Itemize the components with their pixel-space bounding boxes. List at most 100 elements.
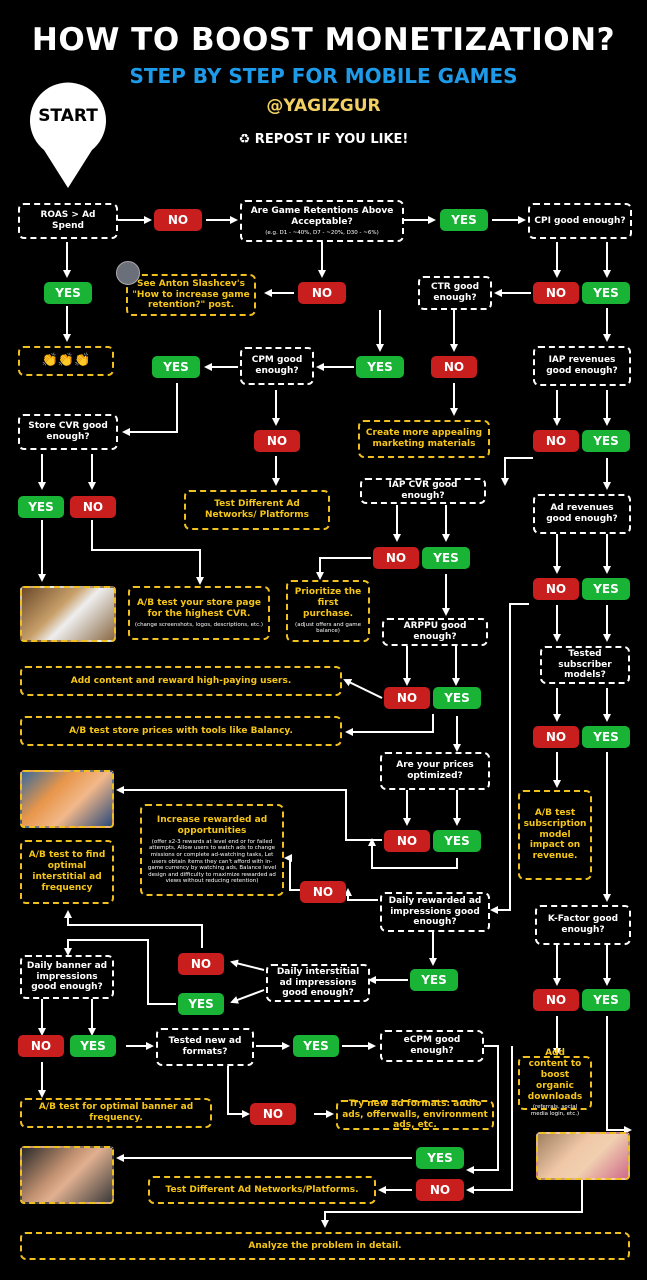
yes-button: YES	[582, 430, 630, 452]
yes-button: YES	[410, 969, 458, 991]
page-subtitle: STEP BY STEP FOR MOBILE GAMES	[129, 64, 518, 88]
arrow	[91, 520, 204, 585]
appealing-materials: Create more appealing marketing material…	[358, 420, 490, 458]
ab-store-prices: A/B test store prices with tools like Ba…	[20, 716, 342, 746]
arrow	[466, 1045, 499, 1174]
arrow	[116, 786, 382, 841]
subscription-test: A/B test subscription model impact on re…	[518, 790, 592, 880]
arrow	[230, 959, 265, 971]
yes-button: YES	[440, 209, 488, 231]
daily-banner-question: Daily banner ad impressions good enough?	[20, 955, 114, 999]
arrow	[344, 888, 378, 901]
interstitial-frequency: A/B test to find optimal interstitial ad…	[20, 840, 114, 904]
prices-question: Are your prices optimized?	[380, 752, 490, 790]
no-button: NO	[178, 953, 224, 975]
first-purchase: Prioritize the first purchase.(adjust of…	[286, 580, 370, 642]
arppu-question: ARPPU good enough?	[382, 618, 488, 646]
no-button: NO	[384, 830, 430, 852]
no-button: NO	[533, 578, 579, 600]
yes-button: YES	[582, 578, 630, 600]
jackie-chan-image	[20, 1146, 114, 1204]
no-button: NO	[384, 687, 430, 709]
iap-revenue-question: IAP revenues good enough?	[533, 346, 631, 386]
no-button: NO	[373, 547, 419, 569]
test-networks-1: Test Different Ad Networks/ Platforms	[184, 490, 330, 530]
ecpm-question: eCPM good enough?	[380, 1030, 484, 1062]
no-button: NO	[533, 430, 579, 452]
slashcev-note: See Anton Slashcev's "How to increase ga…	[126, 274, 256, 316]
yes-button: YES	[433, 687, 481, 709]
arrow	[343, 679, 383, 699]
yes-button: YES	[416, 1147, 464, 1169]
arrow	[345, 714, 434, 736]
rewarded-opportunities: Increase rewarded ad opportunities(offer…	[140, 804, 284, 896]
arrow	[316, 557, 371, 580]
yes-button: YES	[582, 282, 630, 304]
no-button: NO	[250, 1103, 296, 1125]
arrow	[501, 457, 533, 486]
daily-rewarded-question: Daily rewarded ad impressions good enoug…	[380, 892, 490, 932]
cpi-question: CPI good enough?	[528, 203, 632, 239]
no-button: NO	[533, 989, 579, 1011]
cpm-question: CPM good enough?	[240, 347, 314, 385]
start-label: START	[38, 106, 98, 126]
author-handle: @YAGIZGUR	[266, 96, 381, 116]
yes-button: YES	[356, 356, 404, 378]
arrow	[122, 383, 178, 436]
arrow	[321, 1180, 583, 1228]
no-button: NO	[533, 282, 579, 304]
no-button: NO	[154, 209, 202, 231]
no-button: NO	[70, 496, 116, 518]
no-button: NO	[416, 1179, 464, 1201]
arrow	[284, 854, 300, 891]
arrow	[230, 989, 265, 1004]
analyze-problem: Analyze the problem in detail.	[20, 1232, 630, 1260]
repost-note: ♻ REPOST IF YOU LIKE!	[238, 132, 409, 147]
arrow	[227, 1066, 250, 1118]
kfactor-question: K-Factor good enough?	[535, 905, 631, 945]
arrow	[64, 910, 203, 948]
fry-image	[20, 770, 114, 828]
arrow	[368, 838, 458, 869]
no-button: NO	[254, 430, 300, 452]
add-content-high-paying: Add content and reward high-paying users…	[20, 666, 342, 696]
yes-button: YES	[178, 993, 224, 1015]
arrow	[64, 939, 176, 1005]
start-pin-icon	[29, 82, 106, 188]
new-ad-formats: Try new ad formats: audio ads, offerwall…	[336, 1099, 494, 1130]
no-button: NO	[298, 282, 346, 304]
avatar	[116, 261, 140, 285]
iap-cvr-question: IAP CVR good enough?	[360, 478, 486, 504]
arrow	[606, 1016, 632, 1134]
no-button: NO	[18, 1035, 64, 1057]
page-title: HOW TO BOOST MONETIZATION?	[31, 22, 616, 58]
roas-question: ROAS > Ad Spend	[18, 203, 118, 239]
yes-button: YES	[18, 496, 64, 518]
no-button: NO	[300, 881, 346, 903]
ab-store-page: A/B test your store page for the highest…	[128, 586, 270, 640]
organic-downloads: Add content to boost organic downloads(r…	[518, 1048, 592, 1117]
store-cvr-question: Store CVR good enough?	[18, 414, 118, 450]
monkey-image	[20, 586, 116, 642]
yes-button: YES	[70, 1035, 116, 1057]
no-button: NO	[533, 726, 579, 748]
yes-button: YES	[152, 356, 200, 378]
banner-frequency: A/B test for optimal banner ad frequency…	[20, 1098, 212, 1128]
arrow	[490, 603, 529, 914]
success-clap: 👏👏👏	[18, 346, 114, 376]
subscriber-question: Tested subscriber models?	[540, 646, 630, 684]
yes-button: YES	[582, 726, 630, 748]
ad-revenue-question: Ad revenues good enough?	[533, 494, 631, 534]
yes-button: YES	[44, 282, 92, 304]
yes-button: YES	[422, 547, 470, 569]
retention-question: Are Game Retentions Above Acceptable?(e.…	[240, 200, 404, 242]
yes-button: YES	[582, 989, 630, 1011]
daily-interstitial-question: Daily interstitial ad impressions good e…	[266, 964, 370, 1002]
test-networks-2: Test Different Ad Networks/Platforms.	[148, 1176, 376, 1204]
girl-image	[536, 1132, 630, 1180]
yes-button: YES	[293, 1035, 339, 1057]
tested-formats-question: Tested new ad formats?	[156, 1028, 254, 1066]
arrow	[466, 1046, 513, 1194]
